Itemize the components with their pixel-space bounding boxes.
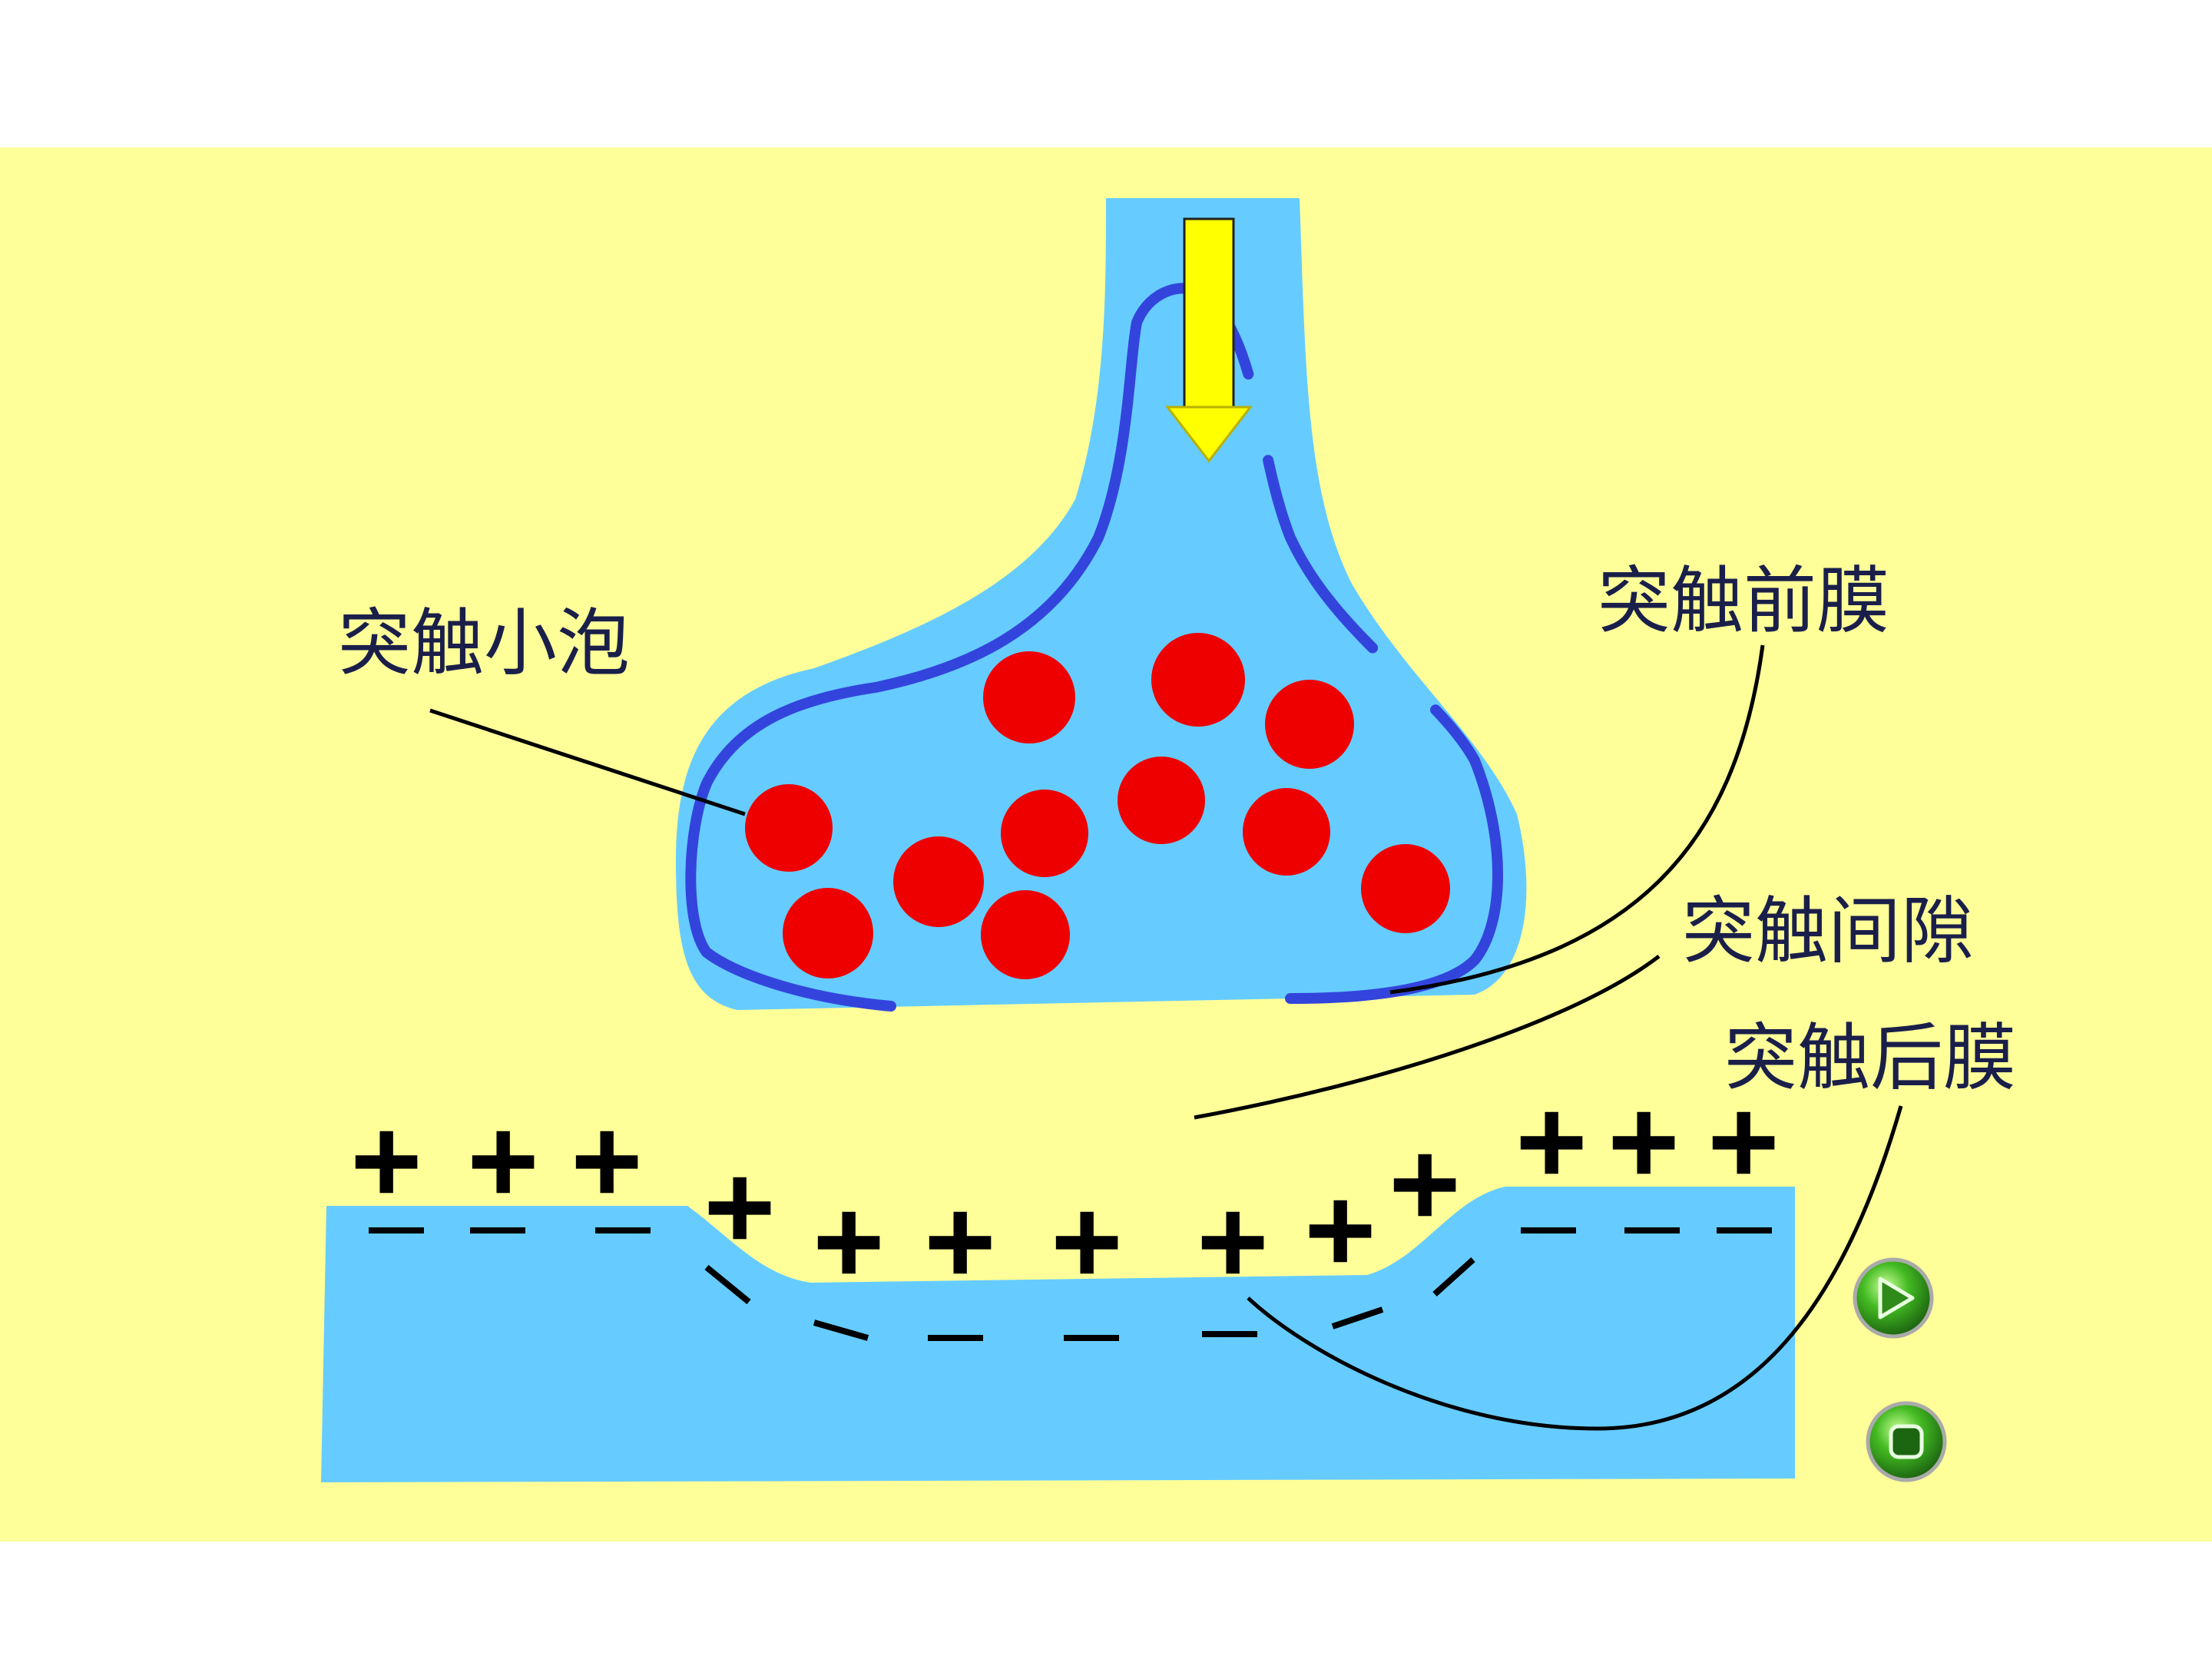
minus-sign [813, 1320, 869, 1341]
plus-sign: + [705, 1138, 774, 1272]
postsynaptic-region [321, 1187, 1795, 1482]
label-synaptic-vesicle: 突触小泡 [338, 601, 630, 686]
plus-sign: + [1709, 1073, 1778, 1207]
vesicle [893, 836, 984, 927]
vesicle [981, 890, 1070, 979]
vesicle [1151, 633, 1245, 727]
plus-sign: + [1390, 1115, 1459, 1249]
plus-sign: + [1052, 1173, 1121, 1306]
label-postsynaptic-membrane: 突触后膜 [1724, 1016, 2016, 1101]
pre-membrane-leader-line [1389, 644, 1765, 995]
stop-button[interactable] [1866, 1401, 1947, 1482]
vesicle [1243, 788, 1330, 876]
plus-sign: + [926, 1173, 995, 1306]
plus-sign: + [1517, 1073, 1586, 1207]
minus-charges [369, 1227, 1772, 1341]
play-icon[interactable] [1878, 1277, 1915, 1320]
plus-sign: + [1609, 1073, 1678, 1207]
minus-sign [704, 1264, 751, 1305]
label-synaptic-cleft: 突触间隙 [1682, 889, 1974, 974]
plus-sign: + [1198, 1173, 1267, 1306]
minus-sign [1331, 1306, 1384, 1330]
cleft-leader-line [1194, 955, 1661, 1120]
minus-sign [1432, 1257, 1475, 1296]
vesicle [783, 888, 873, 979]
post-membrane-leader-line [1247, 1105, 1903, 1431]
vesicle [1265, 680, 1354, 769]
presynaptic-membrane [685, 283, 1503, 1012]
vesicle [745, 784, 833, 872]
plus-charges: + + + + + + + + + + + + + [352, 1073, 1778, 1306]
plus-sign: + [352, 1092, 421, 1226]
synaptic-vesicles [745, 633, 1450, 979]
vesicle [983, 651, 1075, 743]
play-button[interactable] [1853, 1257, 1934, 1339]
vesicle [1001, 790, 1088, 877]
vesicle-leader-line [429, 708, 746, 816]
plus-sign: + [814, 1173, 883, 1306]
plus-sign: + [572, 1092, 641, 1226]
stop-icon[interactable] [1889, 1424, 1924, 1459]
impulse-arrow [1164, 217, 1253, 463]
vesicle [1118, 757, 1205, 844]
plus-sign: + [1306, 1161, 1375, 1295]
plus-sign: + [469, 1092, 538, 1226]
vesicle [1361, 844, 1450, 933]
label-presynaptic-membrane: 突触前膜 [1598, 559, 1889, 644]
